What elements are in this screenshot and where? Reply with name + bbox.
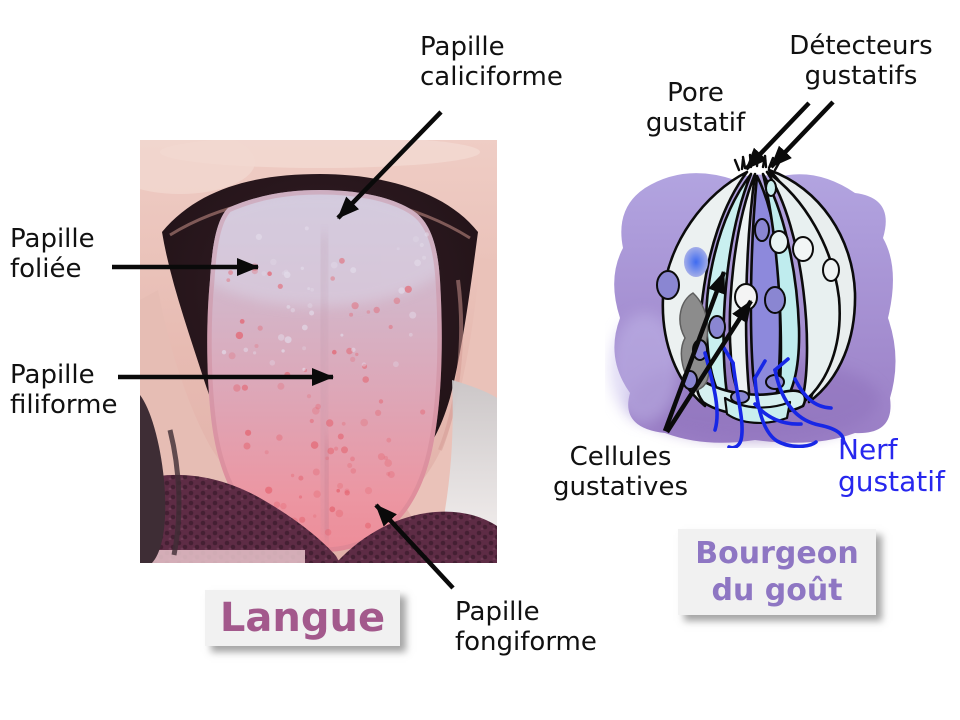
tongue-photo [140, 140, 497, 563]
sweater [140, 474, 340, 563]
label-detecteurs-gustatifs: Détecteurs gustatifs [789, 31, 933, 92]
label-cellules-gustatives: Cellules gustatives [552, 442, 688, 503]
arrow-cellules-1 [662, 271, 727, 432]
blue-nucleus [684, 247, 708, 277]
label-nerf-gustatif: Nerf gustatif [838, 433, 945, 499]
hair [140, 395, 166, 563]
nerve-fibres [703, 346, 846, 448]
arrow-detecteurs-2 [769, 100, 835, 169]
caption-langue: Langue [205, 590, 400, 646]
label-pore-gustatif: Pore gustatif [645, 78, 746, 139]
arrow-caliciforme [336, 110, 443, 220]
sweater-right [336, 511, 497, 563]
arrow-fongiforme [374, 503, 455, 590]
arrow-detecteurs-1 [744, 101, 811, 171]
papillae-dots [221, 226, 429, 536]
window-light [444, 380, 497, 532]
label-papille-filiforme: Papille filiforme [10, 360, 118, 421]
arrow-cellules-2 [665, 299, 753, 434]
label-papille-caliciforme: Papille caliciforme [420, 32, 563, 93]
caption-bourgeon-du-gout: Bourgeon du goût [678, 529, 876, 616]
label-papille-foliee: Papille foliée [10, 224, 95, 285]
label-papille-fongiforme: Papille fongiforme [455, 597, 597, 658]
